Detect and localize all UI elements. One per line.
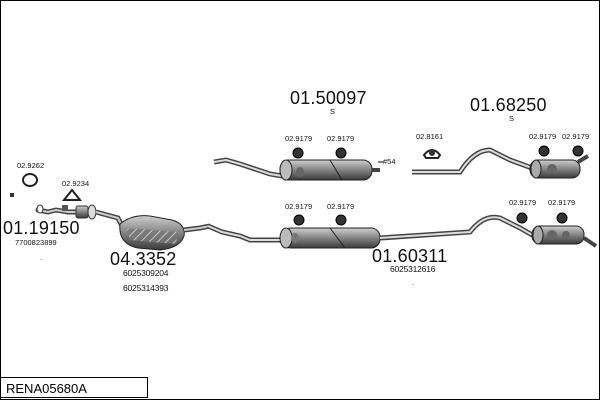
lower-rear-oem: 6025312616 — [390, 264, 436, 274]
upper-rear-silencer-drawing — [412, 147, 590, 179]
upper-middle-marker: #54 — [383, 157, 396, 166]
reference-code-box: RENA05680A — [0, 377, 148, 398]
upper-middle-silencer-drawing — [213, 157, 380, 181]
upper-middle-mount-2-label: 02.9179 — [327, 134, 355, 143]
rear-clamp-icon — [422, 149, 442, 159]
upper-rear-suffix: S — [509, 114, 515, 123]
lower-middle-mount-2-label: 02.9179 — [327, 202, 355, 211]
lower-pipe-drawing — [207, 223, 280, 243]
upper-rear-mount-2-label: 02.9179 — [562, 132, 590, 141]
lower-middle-mount-1-label: 02.9179 — [285, 202, 313, 211]
catalyst-part-number: 04.3352 — [110, 249, 177, 269]
front-gasket-label: 02.9262 — [17, 161, 45, 170]
lower-rear-silencer-drawing — [531, 225, 598, 248]
front-pipe-part-number: 01.19150 — [3, 218, 80, 238]
mount-upper-mid-2 — [335, 147, 347, 159]
mount-upper-rear-2 — [572, 145, 584, 157]
upper-rear-clamp-label: 02.8161 — [416, 132, 444, 141]
upper-middle-mount-1-label: 02.9179 — [285, 134, 313, 143]
upper-rear-mount-1-label: 02.9179 — [529, 132, 557, 141]
lower-rear-mount-1-label: 02.9179 — [509, 198, 537, 207]
catalyst-oem-2: 6025314393 — [123, 283, 169, 293]
lower-middle-silencer-drawing — [279, 227, 381, 249]
mount-lower-rear-2 — [556, 212, 568, 224]
upper-middle-part-number: 01.50097 — [290, 88, 367, 108]
front-pipe-drawing — [35, 204, 97, 220]
clamp-triangle-icon — [61, 188, 83, 201]
lower-rear-pipe-drawing — [379, 214, 536, 241]
lower-rear-mount-2-label: 02.9179 — [548, 198, 576, 207]
front-pipe-dot: . — [40, 253, 43, 262]
gasket-ring-icon — [22, 173, 38, 187]
lower-rear-dot: . — [412, 278, 415, 287]
mount-lower-rear-1 — [516, 212, 528, 224]
front-pipe-oem: 7700823899 — [15, 238, 57, 247]
mount-lower-mid-1 — [293, 214, 305, 226]
rubber-mount-icons — [292, 145, 584, 226]
upper-rear-part-number: 01.68250 — [470, 95, 547, 115]
small-fitting-icon — [10, 193, 68, 211]
catalyst-drawing — [95, 209, 211, 251]
lower-rear-part-number: 01.60311 — [372, 246, 448, 266]
front-clamp-label: 02.9234 — [62, 179, 90, 188]
upper-middle-suffix: S — [330, 107, 336, 116]
mount-lower-mid-2 — [335, 214, 347, 226]
catalyst-oem-1: 6025309204 — [123, 268, 169, 278]
mount-upper-rear-1 — [538, 145, 550, 157]
mount-upper-mid-1 — [292, 147, 304, 159]
